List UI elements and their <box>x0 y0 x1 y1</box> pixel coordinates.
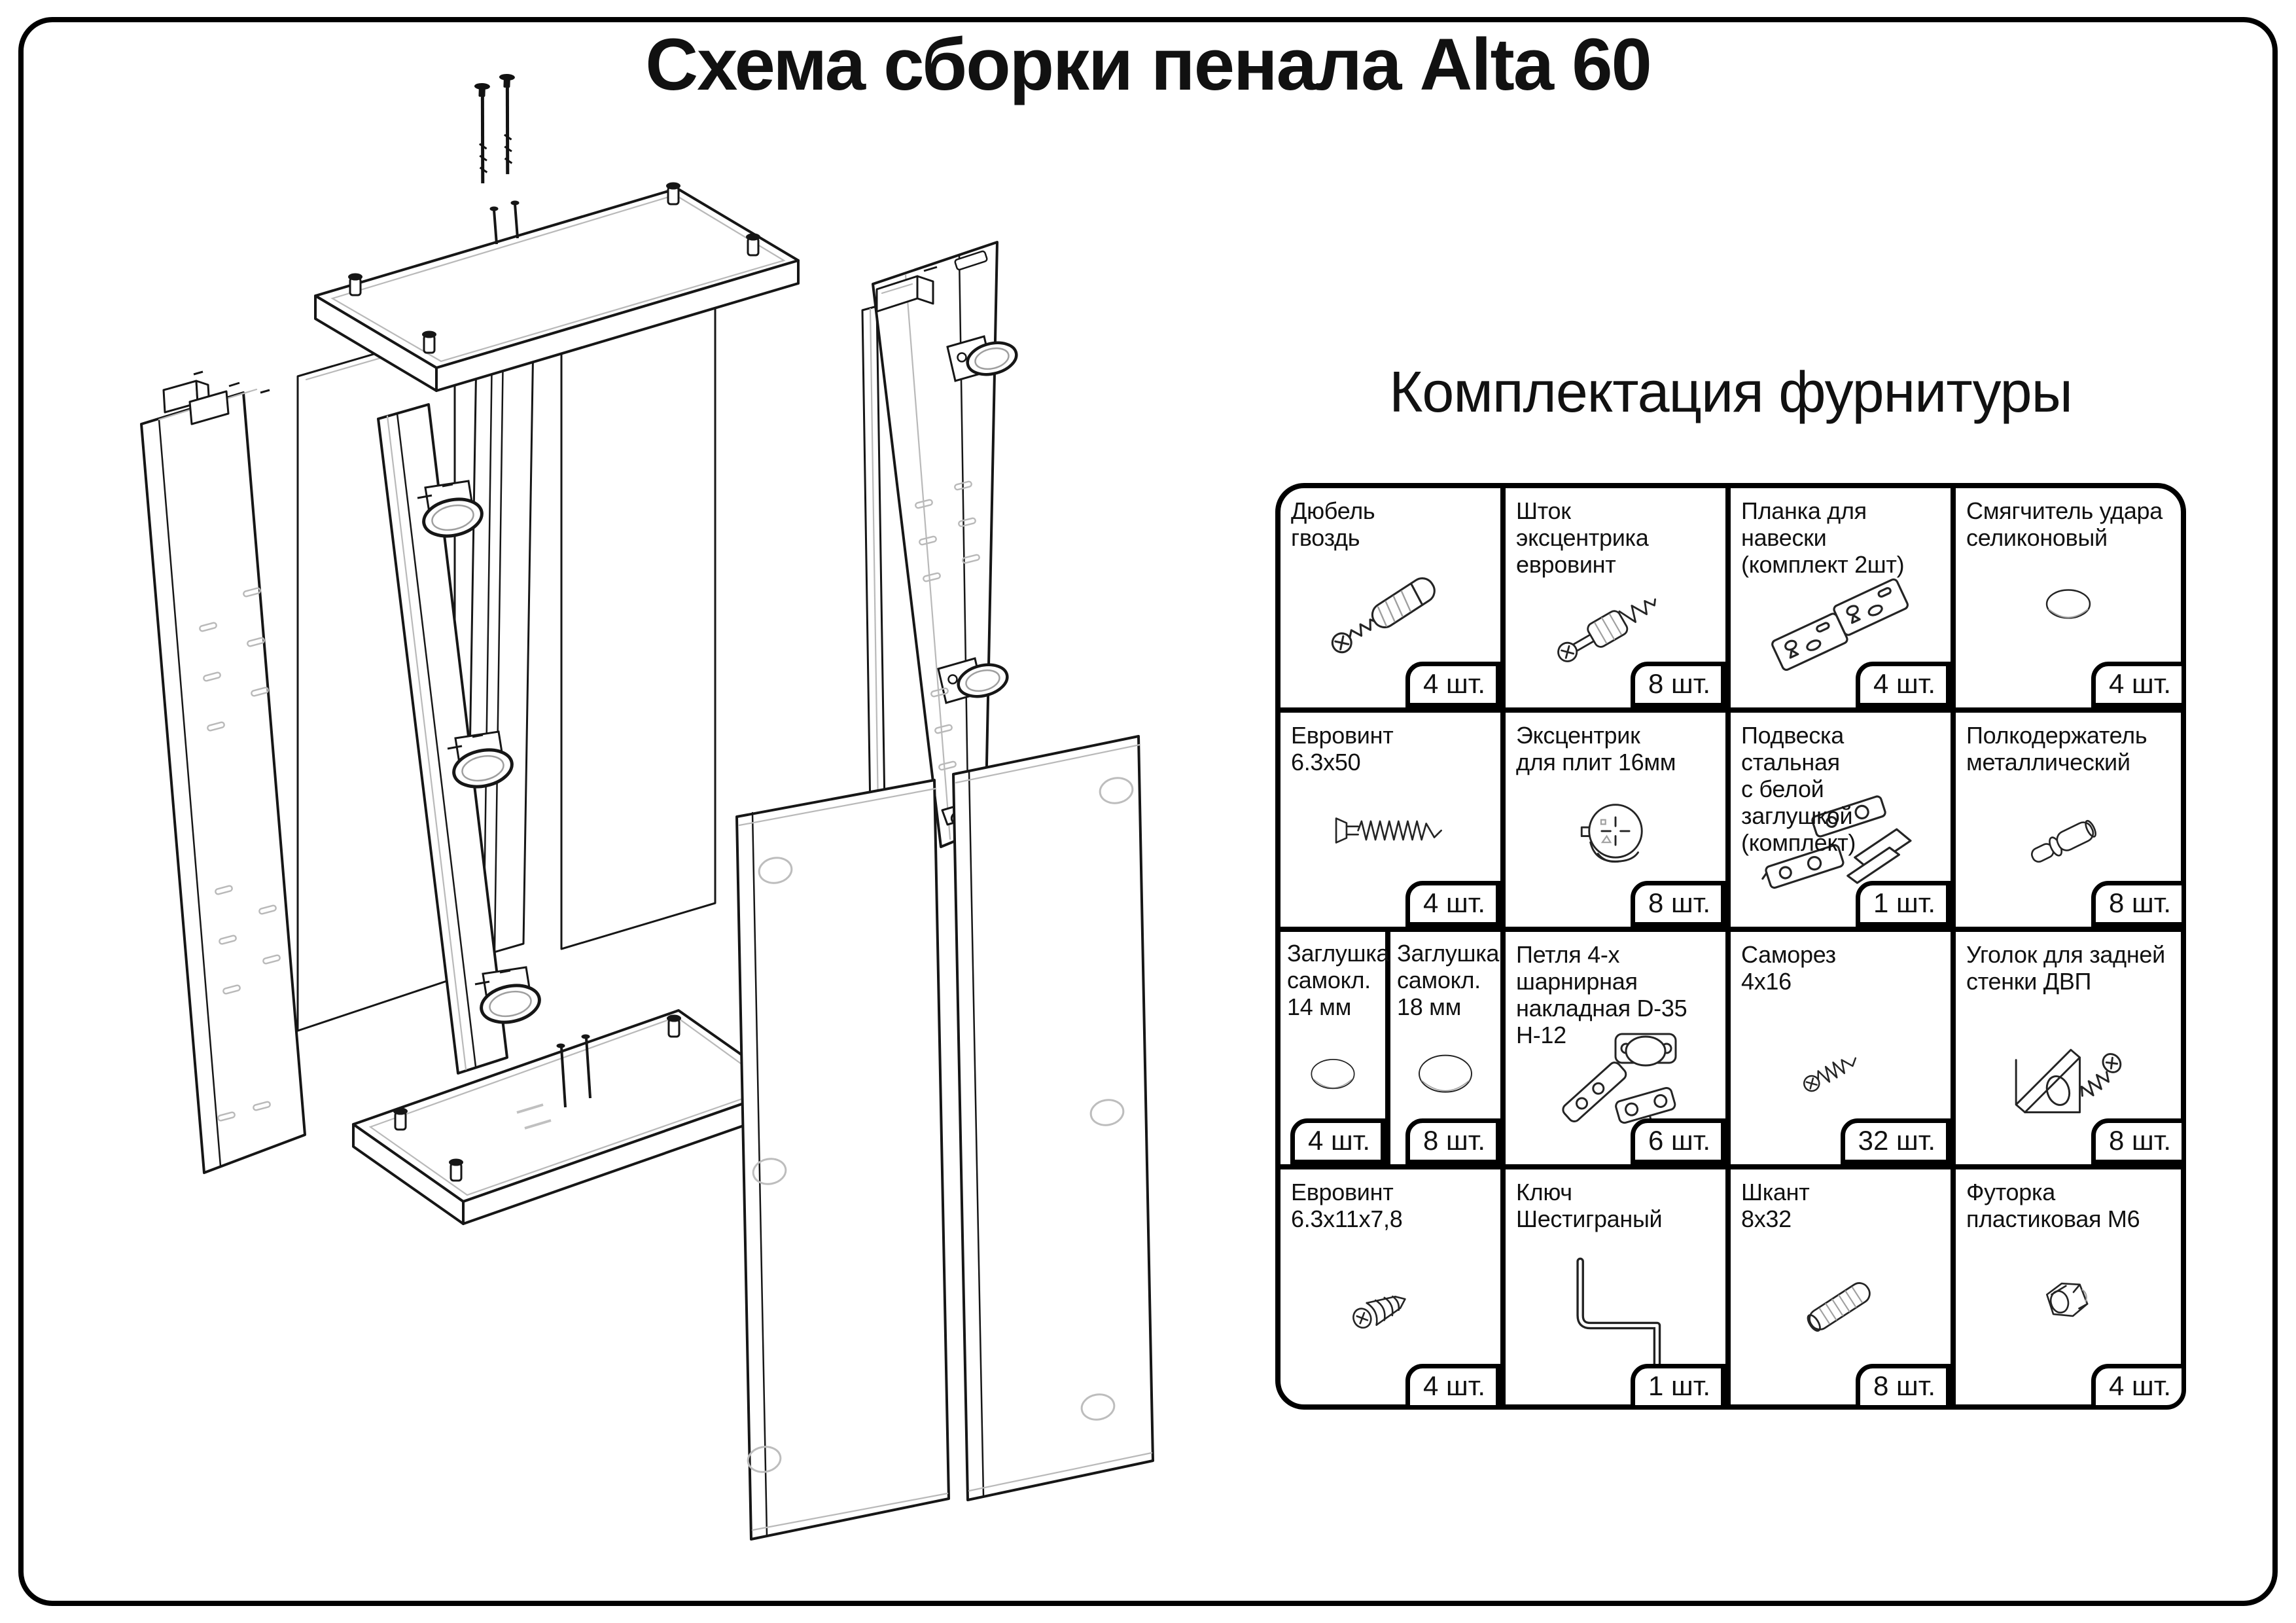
silicone-damper-icon <box>2045 589 2091 619</box>
hardware-cell-cam-lock: Эксцентрик для плит 16мм 8 шт. <box>1506 713 1731 932</box>
hardware-heading: Комплектация фурнитуры <box>1389 359 2073 424</box>
part-name: Шток эксцентрика евровинт <box>1516 497 1649 579</box>
plastic-insert-icon <box>2045 1282 2089 1317</box>
hardware-cell-steel-hanger: Подвеска стальная с белой заглушкой (ком… <box>1731 713 1956 932</box>
part-name: Евровинт 6.3х11х7,8 <box>1291 1179 1403 1233</box>
part-name: Подвеска стальная с белой заглушкой (ком… <box>1741 722 1856 857</box>
part-name: Шкант 8х32 <box>1741 1179 1810 1233</box>
hardware-cell-hex-key: Ключ Шестиграный 1 шт. <box>1506 1169 1731 1410</box>
right-door <box>952 735 1154 1501</box>
part-name: Дюбель гвоздь <box>1291 497 1375 552</box>
part-name: Саморез 4х16 <box>1741 941 1836 995</box>
hardware-cell-small-screw: Саморез 4х16 32 шт. <box>1731 932 1956 1169</box>
corner-block-icon <box>2015 1048 2122 1113</box>
quantity-badge: 1 шт. <box>1856 881 1951 927</box>
hardware-cell-cover-caps: Заглушка самокл. 14 мм 4 шт. Заглушка са… <box>1280 932 1506 1169</box>
hardware-cell-euro-screw: Евровинт 6.3х50 4 шт. <box>1280 713 1506 932</box>
quantity-badge: 1 шт. <box>1631 1364 1725 1410</box>
part-name: Евровинт 6.3х50 <box>1291 722 1394 776</box>
part-name: Полкодержатель металлический <box>1966 722 2147 776</box>
hardware-cell-cam-bolt: Шток эксцентрика евровинт 8 шт. <box>1506 488 1731 713</box>
quantity-badge: 4 шт. <box>1405 881 1500 927</box>
cam-bolt-icon <box>1557 598 1656 662</box>
hardware-cell-silicone-damper: Смягчитель удара селиконовый 4 шт. <box>1956 488 2186 713</box>
small-screw-icon <box>1803 1057 1857 1092</box>
quantity-badge: 4 шт. <box>2091 1364 2186 1410</box>
quantity-badge: 8 шт. <box>1631 881 1725 927</box>
hardware-cell-dowel-nail: Дюбель гвоздь 4 шт. <box>1280 488 1506 713</box>
quantity-badge: 8 шт. <box>2091 1118 2186 1164</box>
part-name: Смягчитель удара селиконовый <box>1966 497 2163 552</box>
cover-cap-icon <box>1419 1054 1472 1093</box>
dowel-nail-icon <box>1331 577 1436 653</box>
quantity-badge: 4 шт. <box>1290 1118 1385 1164</box>
back-panel-right <box>560 288 716 950</box>
left-door <box>735 779 950 1541</box>
part-name: Ключ Шестиграный <box>1516 1179 1663 1233</box>
hardware-cell-plastic-insert: Футорка пластиковая М6 4 шт. <box>1956 1169 2186 1410</box>
short-euro-screw-icon <box>1352 1295 1406 1329</box>
quantity-badge: 32 шт. <box>1840 1118 1951 1164</box>
quantity-badge: 4 шт. <box>1856 662 1951 707</box>
right-side-panel <box>872 241 1019 848</box>
quantity-badge: 4 шт. <box>2091 662 2186 707</box>
hanging-plate-icon <box>1771 578 1909 671</box>
cover-cap-icon <box>1311 1059 1355 1090</box>
steel-hanger-icon <box>1761 795 1912 889</box>
bottom-panel <box>352 1009 790 1225</box>
part-name: Эксцентрик для плит 16мм <box>1516 722 1676 776</box>
filler-strip <box>861 305 886 812</box>
part-name: Уголок для задней стенки ДВП <box>1966 941 2165 995</box>
top-panel <box>314 181 800 392</box>
euro-screw-icon <box>1335 817 1442 844</box>
part-name: Заглушка самокл. 14 мм <box>1287 940 1390 1021</box>
quantity-badge: 4 шт. <box>1405 1364 1500 1410</box>
hinge-icon <box>1562 1033 1677 1132</box>
quantity-badge: 6 шт. <box>1631 1118 1725 1164</box>
quantity-badge: 8 шт. <box>1631 662 1725 707</box>
hardware-subcell-cap-14: Заглушка самокл. 14 мм 4 шт. <box>1280 932 1390 1164</box>
page-border <box>18 17 2278 1606</box>
hardware-cell-corner-block: Уголок для задней стенки ДВП 8 шт. <box>1956 932 2186 1169</box>
part-name: Заглушка самокл. 18 мм <box>1397 940 1500 1021</box>
part-name: Футорка пластиковая М6 <box>1966 1179 2140 1233</box>
wood-dowel-icon <box>1807 1282 1871 1332</box>
part-name: Планка для навески (комплект 2шт) <box>1741 497 1905 579</box>
hardware-cell-short-euro-screw: Евровинт 6.3х11х7,8 4 шт. <box>1280 1169 1506 1410</box>
hardware-cell-hinge: Петля 4-х шарнирная накладная D-35 H-12 … <box>1506 932 1731 1169</box>
left-side-panel <box>140 370 306 1174</box>
hardware-table: Дюбель гвоздь 4 шт. Шток эксцентрика евр… <box>1275 483 2186 1410</box>
hardware-cell-shelf-pin: Полкодержатель металлический 8 шт. <box>1956 713 2186 932</box>
page-title: Схема сборки пенала Alta 60 <box>645 24 1652 105</box>
hardware-subcell-cap-18: Заглушка самокл. 18 мм 8 шт. <box>1390 932 1500 1164</box>
quantity-badge: 8 шт. <box>1856 1364 1951 1410</box>
cam-lock-icon <box>1580 804 1643 863</box>
hardware-cell-wood-dowel: Шкант 8х32 8 шт. <box>1731 1169 1956 1410</box>
side-panel-with-hinges <box>377 403 543 1075</box>
quantity-badge: 8 шт. <box>2091 881 2186 927</box>
quantity-badge: 8 шт. <box>1405 1118 1500 1164</box>
part-name: Петля 4-х шарнирная накладная D-35 H-12 <box>1516 941 1687 1049</box>
shelf-pin-icon <box>2030 820 2096 863</box>
hex-key-icon <box>1576 1257 1661 1378</box>
hardware-cell-hanging-plate: Планка для навески (комплект 2шт) 4 шт. <box>1731 488 1956 713</box>
quantity-badge: 4 шт. <box>1405 662 1500 707</box>
